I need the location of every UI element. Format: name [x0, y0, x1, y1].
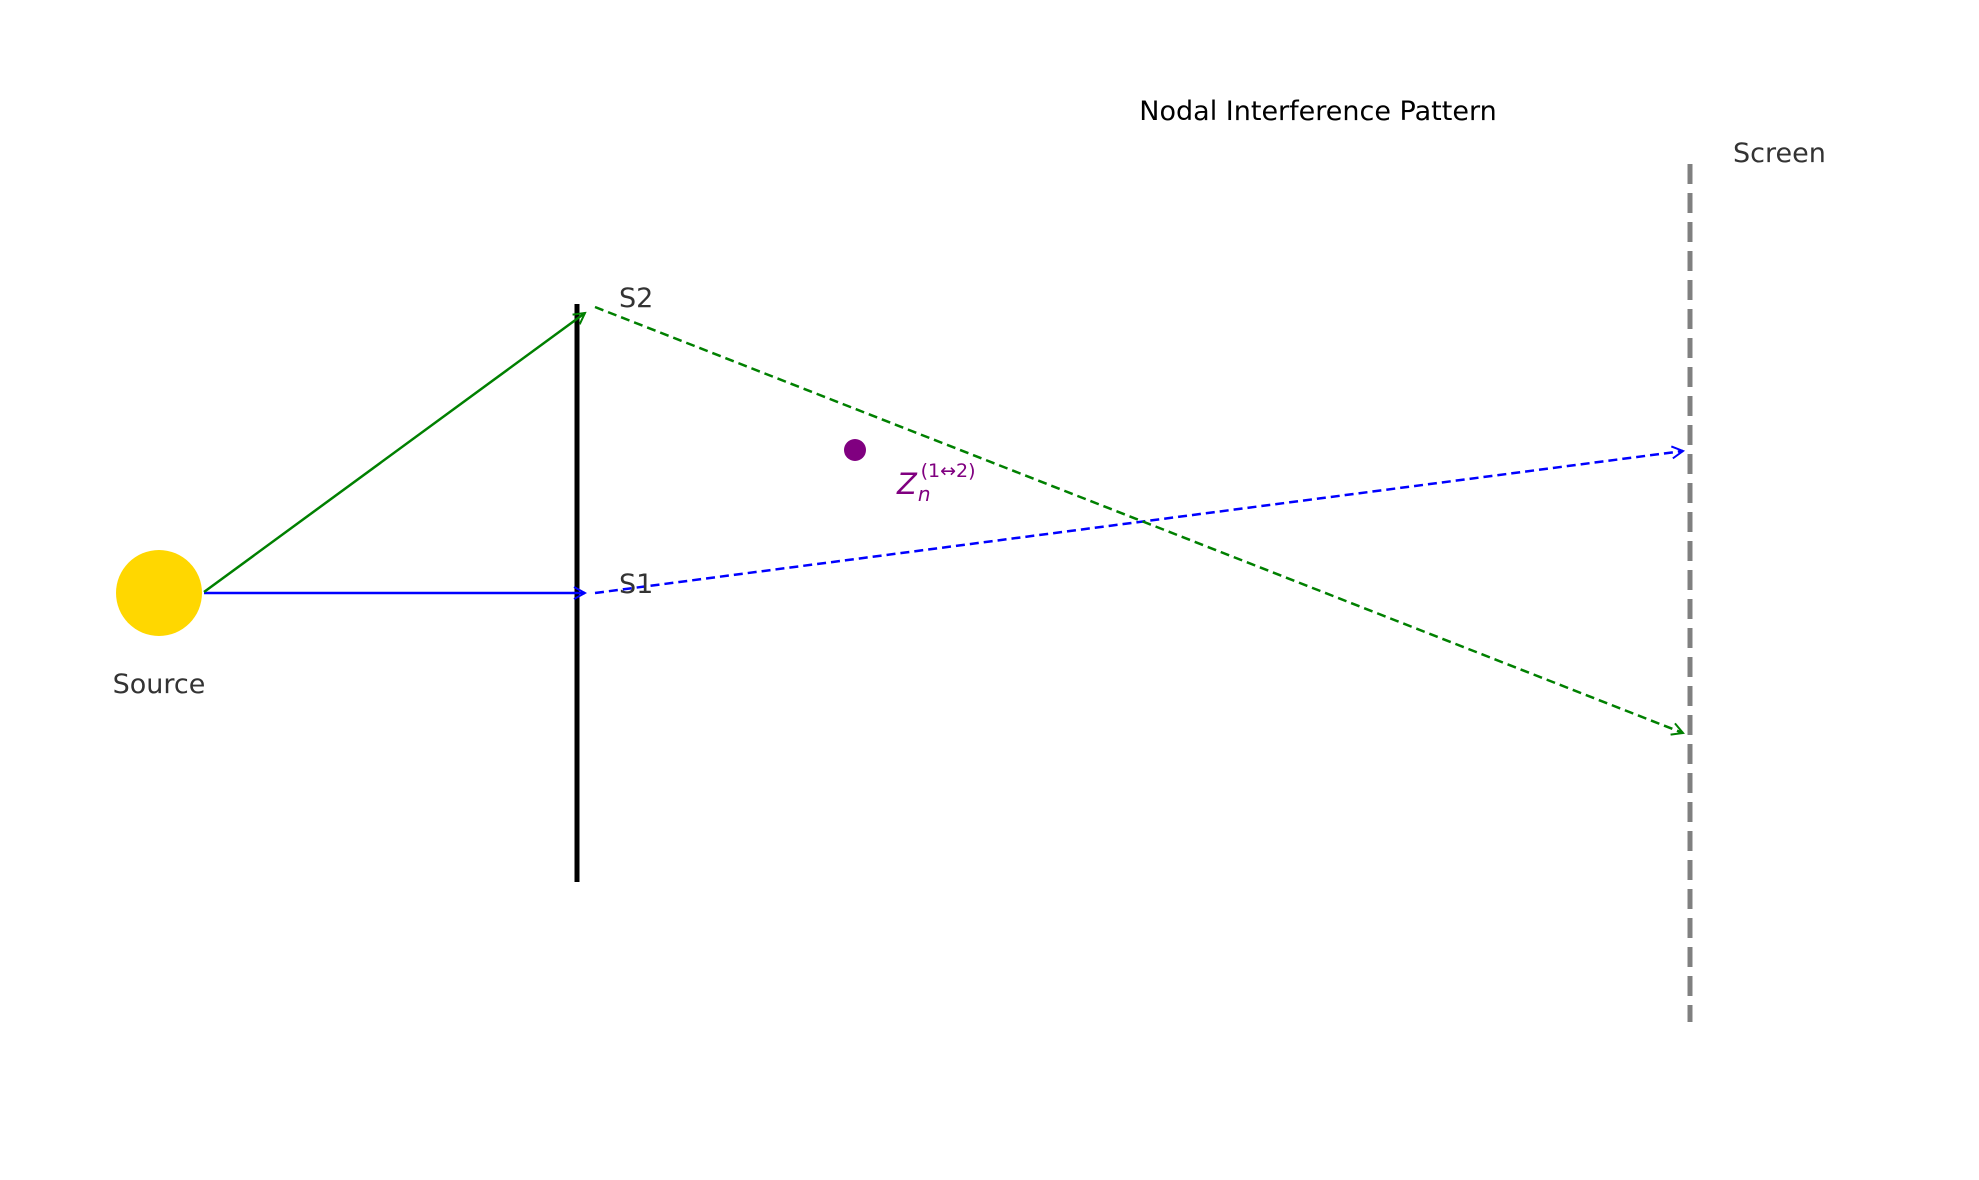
- nodal-point-marker: [844, 439, 866, 461]
- nodal-point-label: Zn(1↔2): [896, 460, 975, 506]
- source-label: Source: [113, 669, 206, 700]
- diagram-title: Nodal Interference Pattern: [1139, 96, 1496, 127]
- nodal-symbol: Z: [896, 467, 918, 501]
- ray-source-to-s2: [203, 313, 585, 594]
- slit-s2-label: S2: [619, 283, 653, 314]
- nodal-subscript: n: [918, 482, 931, 506]
- ray-s2-to-screen: [594, 305, 1683, 733]
- screen-label: Screen: [1733, 138, 1826, 169]
- light-source-circle: [116, 550, 202, 636]
- ray-s1-to-screen: [594, 451, 1683, 595]
- nodal-superscript: (1↔2): [921, 460, 976, 482]
- slit-s1-label: S1: [619, 569, 653, 600]
